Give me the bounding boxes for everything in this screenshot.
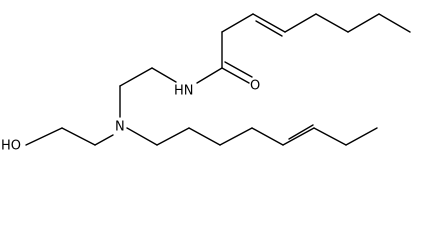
carbonyl-bond: [221, 67, 250, 84]
bond: [221, 13, 254, 33]
octenoyl-chain: [196, 13, 411, 84]
bond: [196, 67, 223, 84]
bond: [252, 13, 286, 33]
hydroxyethyl-arm: [25, 127, 114, 146]
bond: [284, 13, 317, 33]
bond: [61, 127, 96, 146]
bond: [345, 127, 378, 146]
octenyl-chain: [126, 124, 378, 146]
molecule-diagram: HO N HN O: [1, 13, 411, 154]
double-bond: [255, 20, 283, 37]
bond: [219, 127, 253, 146]
bond: [156, 127, 190, 146]
carbonyl-o-label: O: [250, 79, 260, 94]
bond: [119, 67, 153, 87]
carbonyl-double-bond: [224, 61, 253, 78]
bond: [151, 67, 177, 83]
amine-n-label: N: [115, 120, 125, 135]
bond: [188, 127, 221, 146]
bond: [347, 13, 380, 33]
bond: [315, 13, 349, 33]
bond: [282, 127, 315, 146]
bond: [378, 13, 411, 33]
ethylene-linker: [119, 67, 177, 118]
double-bond: [288, 124, 314, 140]
amide-nh-label: HN: [174, 84, 194, 99]
bond: [25, 127, 63, 146]
hydroxyl-label: HO: [1, 139, 21, 154]
bond: [313, 127, 347, 146]
bond: [94, 134, 114, 146]
bond: [251, 127, 284, 146]
bond: [126, 127, 158, 146]
